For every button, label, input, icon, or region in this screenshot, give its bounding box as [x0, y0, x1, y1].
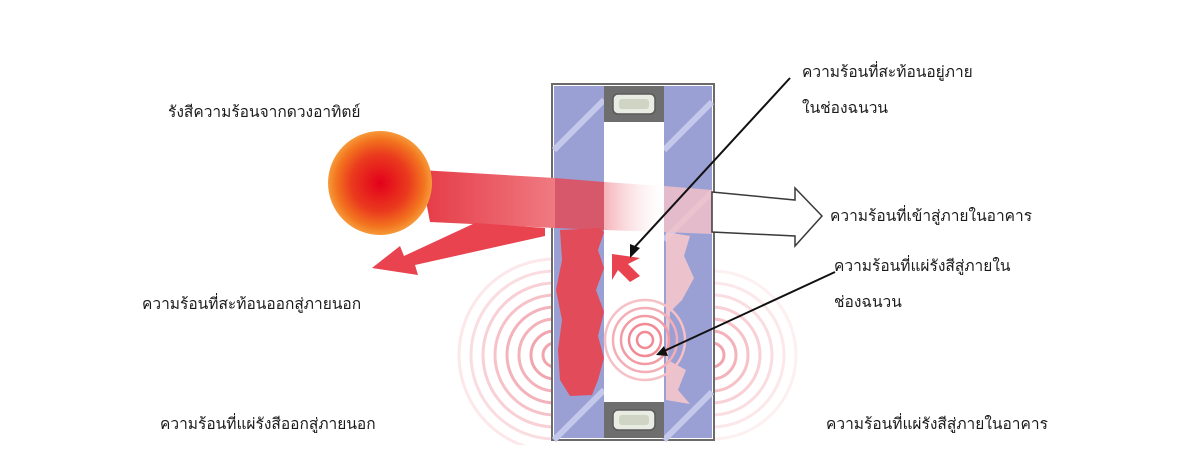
label-radiated-into-building: ความร้อนที่แผ่รังสีสู่ภายในอาคาร — [826, 415, 1048, 433]
pointer-line-radiated-cavity — [661, 271, 836, 353]
glass-spacer-icon — [604, 402, 664, 438]
heat-entering-building-arrow — [711, 186, 824, 248]
label-reflected-outside: ความร้อนที่สะท้อนออกสู่ภายนอก — [142, 295, 362, 313]
incoming-heat-beam — [420, 170, 555, 228]
label-heat-entering-building: ความร้อนที่เข้าสู่ภายในอาคาร — [830, 207, 1033, 225]
label-reflected-in-cavity-line2: ในช่องฉนวน — [802, 99, 889, 117]
beam-through-inner-pane — [664, 186, 712, 234]
label-reflected-in-cavity-line1: ความร้อนที่สะท้อนอยู่ภาย — [802, 63, 973, 81]
sun-icon — [328, 131, 432, 235]
label-solar-radiation: รังสีความร้อนจากดวงอาทิตย์ — [168, 103, 361, 121]
radiation-rings-outside — [457, 257, 555, 445]
absorbed-heat-inner-pane — [666, 232, 694, 404]
reflected-outside-arrow — [372, 223, 545, 275]
pointer-line-reflected-cavity — [631, 77, 791, 251]
radiation-rings-cavity — [603, 298, 687, 382]
cavity-reflection-arrow-head — [612, 254, 640, 282]
label-radiated-outside: ความร้อนที่แผ่รังสีออกสู่ภายนอก — [160, 415, 376, 433]
label-radiated-into-cavity-line2: ช่องฉนวน — [834, 293, 902, 311]
absorbed-heat-outer-pane — [556, 228, 604, 396]
beam-through-outer-pane — [555, 178, 604, 230]
label-radiated-into-cavity-line1: ความร้อนที่แผ่รังสีสู่ภายใน — [834, 257, 1011, 275]
glass-spacer-icon — [604, 86, 664, 122]
beam-through-cavity — [604, 182, 664, 232]
